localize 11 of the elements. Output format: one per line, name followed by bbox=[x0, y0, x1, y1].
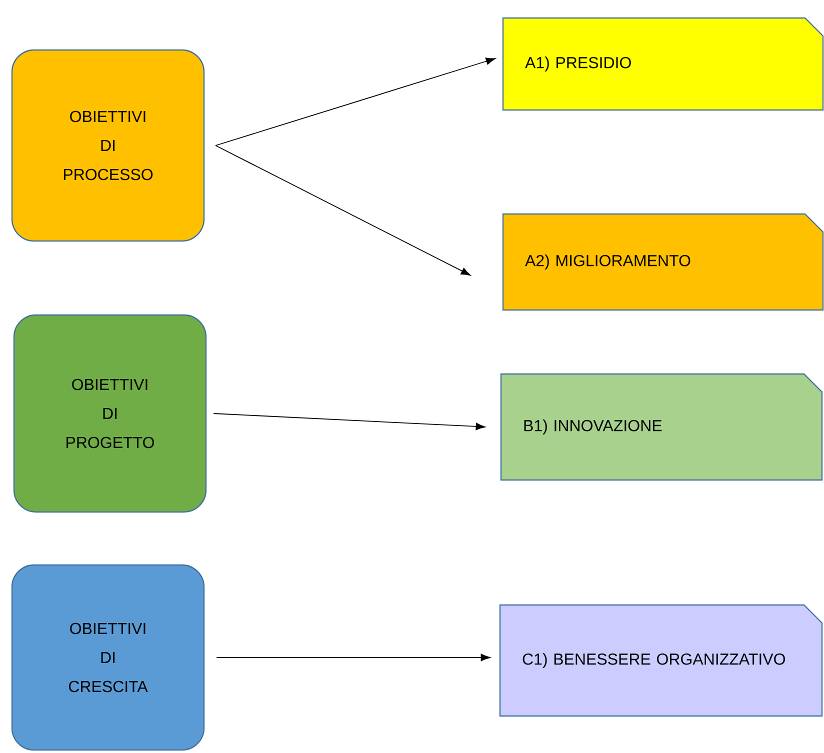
note-box: A1) PRESIDIO bbox=[502, 17, 824, 111]
arrow bbox=[215, 145, 471, 276]
note-box: A2) MIGLIORAMENTO bbox=[502, 213, 824, 311]
rounded-box: OBIETTIVI DI CRESCITA bbox=[11, 564, 205, 751]
rounded-box: OBIETTIVI DI PROGETTO bbox=[13, 314, 207, 513]
arrow bbox=[213, 413, 486, 430]
note-box: C1) BENESSERE ORGANIZZATIVO bbox=[499, 604, 823, 717]
note-box: B1) INNOVAZIONE bbox=[500, 373, 823, 481]
arrow bbox=[216, 654, 490, 662]
arrow bbox=[215, 58, 496, 146]
rounded-box: OBIETTIVI DI PROCESSO bbox=[11, 49, 205, 242]
